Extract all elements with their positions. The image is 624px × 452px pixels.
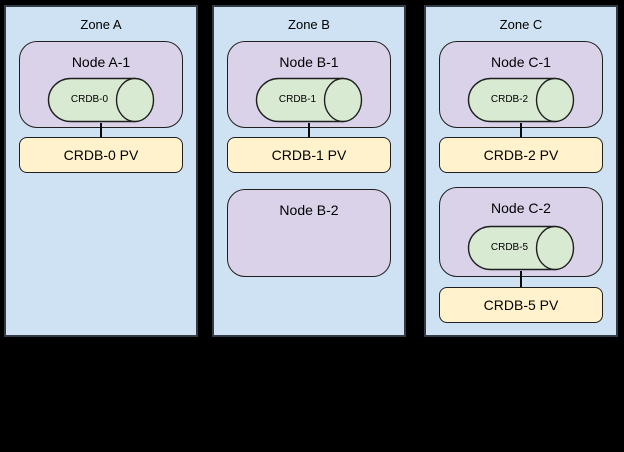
cylinder-icon [467,225,575,271]
crdb-5-pod: CRDB-5 [467,225,575,271]
zone-c: Zone C Node C-1 CRDB-2 CRDB-2 PV Node C-… [424,5,618,337]
zone-a-title: Zone A [80,17,122,32]
crdb-2-pv-label: CRDB-2 PV [483,147,559,163]
node-c1-label: Node C-1 [491,54,551,70]
crdb-2-pod: CRDB-2 [467,77,575,123]
crdb-0-pv: CRDB-0 PV [19,137,183,173]
crdb-5-pv: CRDB-5 PV [439,287,603,323]
crdb-1-pv: CRDB-1 PV [227,137,391,173]
cylinder-icon [47,77,155,123]
cylinder-icon [467,77,575,123]
crdb-1-pv-label: CRDB-1 PV [271,147,347,163]
node-a1-label: Node A-1 [71,54,131,70]
crdb-0-pv-label: CRDB-0 PV [63,147,139,163]
crdb-2-pv-connector [520,123,522,137]
crdb-1-pod: CRDB-1 [255,77,363,123]
crdb-5-pv-connector [520,271,522,287]
node-b2: Node B-2 [227,189,391,277]
crdb-1-pod-label: CRDB-1 [278,94,317,105]
zone-b-title: Zone B [288,17,330,32]
crdb-2-pod-label: CRDB-2 [490,94,529,105]
cylinder-icon [255,77,363,123]
zone-a: Zone A Node A-1 CRDB-0 CRDB-0 PV [4,5,198,337]
crdb-0-pod: CRDB-0 [47,77,155,123]
node-c2-label: Node C-2 [491,200,551,216]
node-b2-label: Node B-2 [279,202,339,218]
crdb-5-pv-label: CRDB-5 PV [483,297,559,313]
node-b1-label: Node B-1 [279,54,339,70]
crdb-0-pod-label: CRDB-0 [70,94,109,105]
crdb-0-pv-connector [100,123,102,137]
crdb-5-pod-label: CRDB-5 [490,242,529,253]
crdb-2-pv: CRDB-2 PV [439,137,603,173]
zone-c-title: Zone C [499,17,543,32]
zone-b: Zone B Node B-1 CRDB-1 CRDB-1 PV Node B-… [212,5,406,337]
crdb-1-pv-connector [308,123,310,137]
